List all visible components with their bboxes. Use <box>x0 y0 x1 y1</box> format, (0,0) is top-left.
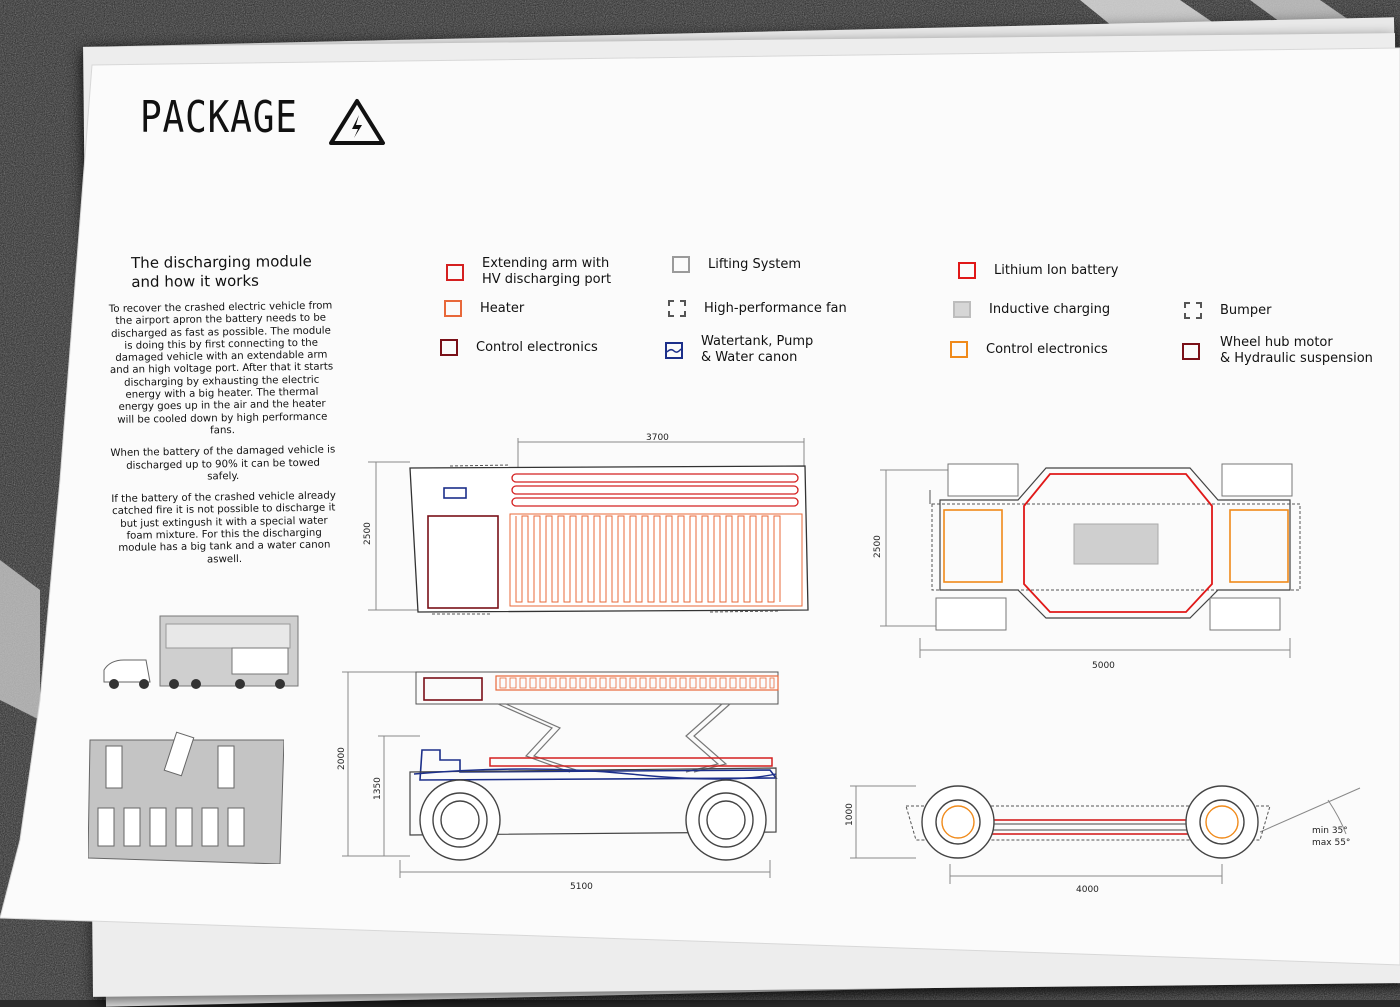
legend-label: High-performance fan <box>704 300 847 316</box>
intro-heading-line2: and how it works <box>131 271 260 291</box>
dim-vehicle-side-height: 1000 <box>845 803 855 826</box>
legend-swatch <box>672 256 690 273</box>
legend-item-wheel-hub-motor: Wheel hub motor & Hydraulic suspension <box>1182 335 1373 367</box>
legend-swatch <box>958 262 976 279</box>
legend-label: Lifting System <box>708 256 802 272</box>
legend-item-inductive-charging: Inductive charging <box>953 301 1110 318</box>
dim-vehicle-top-width: 2500 <box>873 535 883 558</box>
wheel <box>685 779 767 861</box>
legend-item-watertank: Watertank, Pump & Water canon <box>665 334 813 366</box>
parking-layout-illustration <box>88 731 284 864</box>
legend-item-extending-arm: Extending arm with HV discharging port <box>446 256 611 288</box>
dim-vehicle-wheelbase: 4000 <box>1076 885 1099 895</box>
intro-heading-line1: The discharging module <box>131 252 312 272</box>
legend-item-vehicle-control-electronics: Control electronics <box>950 341 1108 358</box>
legend-swatch <box>446 263 464 281</box>
legend-label: Extending arm with HV discharging port <box>482 256 612 287</box>
legend-item-fan: High-performance fan <box>668 300 847 317</box>
legend-swatch <box>1182 342 1200 360</box>
legend-swatch <box>1184 302 1202 319</box>
legend-swatch <box>440 339 458 356</box>
dim-vehicle-top-length: 5000 <box>1092 661 1115 671</box>
legend-swatch <box>665 341 683 359</box>
angle-min: min 35° <box>1312 826 1348 836</box>
dim-module-side-height-low: 1350 <box>373 777 383 800</box>
legend-label: Lithium Ion battery <box>994 262 1119 278</box>
intro-heading: The discharging module and how it works <box>131 252 312 292</box>
wheel <box>1185 785 1259 859</box>
legend-swatch <box>444 300 462 317</box>
wheel <box>419 779 501 861</box>
intro-paragraph: When the battery of the damaged vehicle … <box>110 444 336 483</box>
legend-item-heater: Heater <box>444 300 524 317</box>
legend-label: Wheel hub motor & Hydraulic suspension <box>1220 335 1373 366</box>
dim-module-top-length: 3700 <box>646 433 669 443</box>
module-top-view: 3700 2500 <box>363 433 809 615</box>
wheel <box>921 785 995 859</box>
discharge-scene-illustration <box>103 615 299 689</box>
dim-module-side-length: 5100 <box>570 882 593 892</box>
legend-label: Control electronics <box>986 341 1108 357</box>
legend-label: Heater <box>480 300 525 316</box>
page-title: PACKAGE <box>140 92 298 143</box>
dim-module-side-height: 2000 <box>337 747 347 770</box>
legend-label: Control electronics <box>476 339 598 355</box>
intro-text: To recover the crashed electric vehicle … <box>108 300 337 576</box>
heater-coils <box>509 513 803 607</box>
intro-paragraph: If the battery of the crashed vehicle al… <box>111 490 336 566</box>
legend-label: Inductive charging <box>989 301 1111 317</box>
vehicle-top-view: 2500 5000 <box>873 463 1301 671</box>
legend-item-control-electronics: Control electronics <box>440 339 598 356</box>
high-voltage-warning-icon <box>329 99 385 145</box>
legend-swatch <box>950 341 968 358</box>
intro-paragraph: To recover the crashed electric vehicle … <box>108 300 334 437</box>
module-side-view: 2000 1350 5100 <box>337 671 779 892</box>
legend-item-battery: Lithium Ion battery <box>958 262 1118 279</box>
angle-max: max 55° <box>1312 838 1350 848</box>
legend-swatch <box>953 301 971 318</box>
legend-item-lifting-system: Lifting System <box>672 256 801 273</box>
legend-label: Bumper <box>1220 302 1272 318</box>
legend-item-bumper: Bumper <box>1184 302 1271 319</box>
dim-module-top-width: 2500 <box>363 522 373 545</box>
vehicle-side-view: 1000 4000 min 35° max 55° <box>845 785 1361 895</box>
legend-label: Watertank, Pump & Water canon <box>701 334 814 365</box>
legend-swatch <box>668 300 686 317</box>
